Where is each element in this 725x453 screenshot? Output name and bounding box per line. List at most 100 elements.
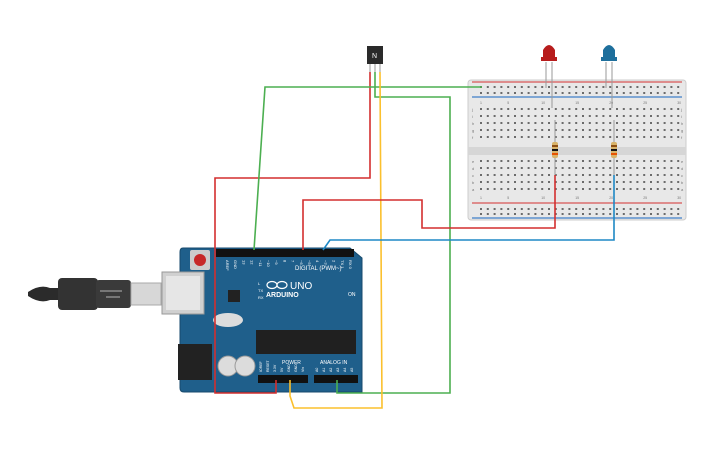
breadboard-hole[interactable]: [602, 108, 605, 110]
breadboard-hole[interactable]: [650, 174, 652, 176]
breadboard-hole[interactable]: [595, 208, 598, 210]
breadboard-hole[interactable]: [643, 208, 646, 210]
breadboard-hole[interactable]: [588, 160, 591, 162]
breadboard-hole[interactable]: [582, 129, 584, 131]
breadboard-hole[interactable]: [650, 136, 652, 138]
breadboard-hole[interactable]: [602, 160, 605, 162]
breadboard-hole[interactable]: [534, 92, 537, 94]
breadboard-hole[interactable]: [629, 188, 632, 190]
breadboard-hole[interactable]: [656, 92, 659, 94]
breadboard-hole[interactable]: [527, 129, 530, 131]
breadboard-hole[interactable]: [554, 86, 557, 88]
breadboard-hole[interactable]: [595, 167, 598, 169]
breadboard-hole[interactable]: [636, 181, 639, 183]
breadboard-hole[interactable]: [650, 129, 652, 131]
breadboard-hole[interactable]: [493, 160, 496, 162]
breadboard-hole[interactable]: [500, 136, 503, 138]
breadboard-hole[interactable]: [480, 108, 482, 110]
arduino-uno-board[interactable]: ARDUINO UNO DIGITAL (PWM~) POWER ANALOG …: [161, 247, 363, 393]
breadboard-hole[interactable]: [520, 167, 523, 169]
breadboard-hole[interactable]: [486, 174, 489, 176]
breadboard-hole[interactable]: [629, 129, 632, 131]
breadboard-hole[interactable]: [486, 160, 489, 162]
breadboard-hole[interactable]: [514, 136, 516, 138]
breadboard-hole[interactable]: [609, 115, 612, 117]
breadboard-hole[interactable]: [582, 174, 584, 176]
breadboard-hole[interactable]: [650, 115, 652, 117]
breadboard-hole[interactable]: [568, 108, 571, 110]
breadboard-hole[interactable]: [656, 122, 659, 124]
breadboard-hole[interactable]: [663, 188, 666, 190]
breadboard-hole[interactable]: [677, 160, 680, 162]
breadboard-hole[interactable]: [650, 181, 652, 183]
breadboard-hole[interactable]: [514, 160, 516, 162]
breadboard-hole[interactable]: [554, 167, 557, 169]
breadboard-hole[interactable]: [622, 122, 625, 124]
breadboard-hole[interactable]: [507, 115, 510, 117]
breadboard-hole[interactable]: [616, 92, 618, 94]
breadboard-hole[interactable]: [534, 86, 537, 88]
breadboard-hole[interactable]: [486, 213, 489, 215]
breadboard-hole[interactable]: [636, 136, 639, 138]
breadboard-hole[interactable]: [561, 160, 564, 162]
breadboard-hole[interactable]: [588, 174, 591, 176]
breadboard-hole[interactable]: [575, 174, 578, 176]
breadboard-hole[interactable]: [656, 213, 659, 215]
breadboard-hole[interactable]: [561, 122, 564, 124]
breadboard-hole[interactable]: [663, 122, 666, 124]
power-header[interactable]: [258, 375, 308, 383]
breadboard-hole[interactable]: [650, 160, 652, 162]
breadboard-hole[interactable]: [663, 86, 666, 88]
breadboard-hole[interactable]: [507, 174, 510, 176]
breadboard-hole[interactable]: [507, 213, 510, 215]
breadboard-hole[interactable]: [656, 181, 659, 183]
breadboard-hole[interactable]: [520, 92, 523, 94]
breadboard-hole[interactable]: [520, 208, 523, 210]
breadboard-hole[interactable]: [541, 136, 544, 138]
breadboard-hole[interactable]: [629, 115, 632, 117]
breadboard-hole[interactable]: [636, 174, 639, 176]
breadboard-hole[interactable]: [568, 160, 571, 162]
breadboard-hole[interactable]: [582, 122, 584, 124]
breadboard-hole[interactable]: [548, 181, 550, 183]
breadboard-hole[interactable]: [609, 181, 612, 183]
breadboard-hole[interactable]: [561, 115, 564, 117]
breadboard-hole[interactable]: [541, 160, 544, 162]
breadboard-hole[interactable]: [650, 122, 652, 124]
breadboard-hole[interactable]: [507, 86, 510, 88]
breadboard-hole[interactable]: [622, 167, 625, 169]
breadboard-hole[interactable]: [561, 86, 564, 88]
led-blue[interactable]: [601, 45, 617, 108]
breadboard-hole[interactable]: [561, 167, 564, 169]
breadboard-hole[interactable]: [534, 115, 537, 117]
breadboard-hole[interactable]: [534, 174, 537, 176]
breadboard-hole[interactable]: [520, 115, 523, 117]
breadboard-hole[interactable]: [493, 122, 496, 124]
breadboard-hole[interactable]: [534, 181, 537, 183]
breadboard-hole[interactable]: [500, 86, 503, 88]
breadboard-hole[interactable]: [548, 86, 550, 88]
breadboard-hole[interactable]: [588, 136, 591, 138]
breadboard-hole[interactable]: [616, 122, 618, 124]
breadboard-hole[interactable]: [568, 213, 571, 215]
breadboard-hole[interactable]: [677, 208, 680, 210]
breadboard-hole[interactable]: [500, 167, 503, 169]
breadboard-hole[interactable]: [541, 181, 544, 183]
wire-green-gnd-rail[interactable]: [253, 86, 482, 251]
breadboard-hole[interactable]: [486, 92, 489, 94]
breadboard-hole[interactable]: [609, 136, 612, 138]
breadboard-hole[interactable]: [554, 115, 557, 117]
breadboard-hole[interactable]: [493, 167, 496, 169]
breadboard-hole[interactable]: [486, 188, 489, 190]
breadboard-hole[interactable]: [480, 181, 482, 183]
breadboard-hole[interactable]: [670, 174, 673, 176]
breadboard-hole[interactable]: [582, 167, 584, 169]
breadboard-hole[interactable]: [670, 188, 673, 190]
breadboard-hole[interactable]: [514, 86, 516, 88]
breadboard-hole[interactable]: [670, 108, 673, 110]
breadboard-hole[interactable]: [507, 188, 510, 190]
breadboard-hole[interactable]: [643, 213, 646, 215]
breadboard-hole[interactable]: [575, 129, 578, 131]
breadboard-hole[interactable]: [636, 129, 639, 131]
breadboard-hole[interactable]: [500, 122, 503, 124]
